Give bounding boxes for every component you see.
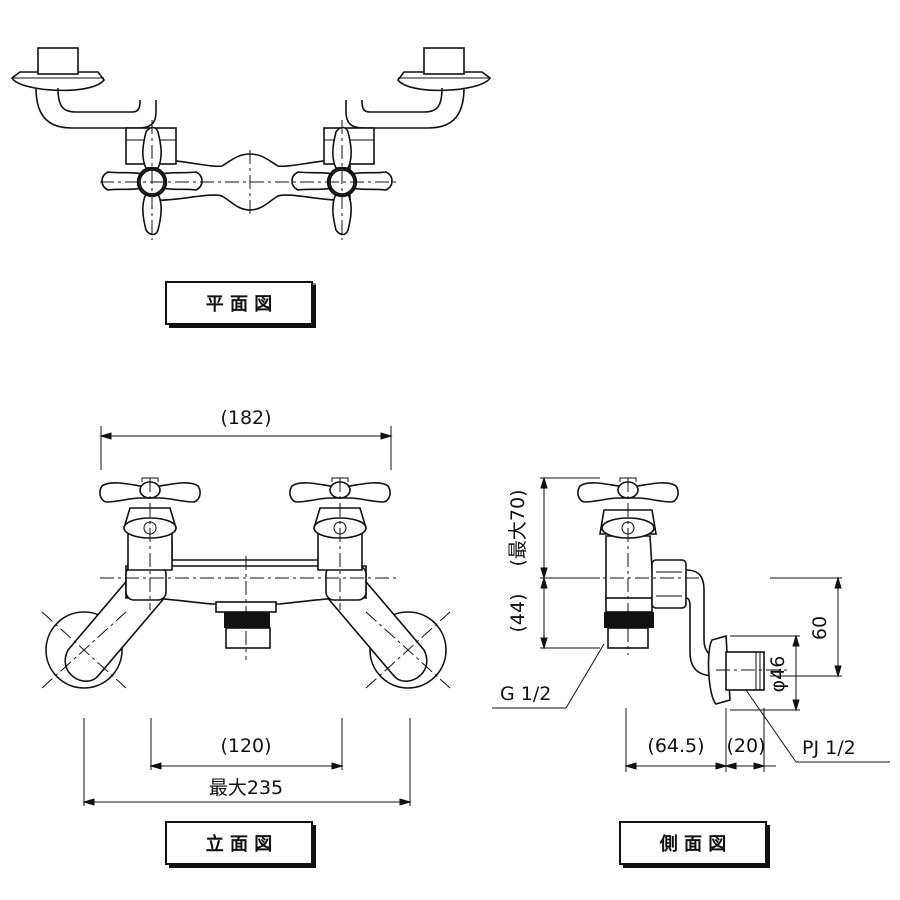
dim-side-height-bottom: (44) <box>507 593 529 632</box>
dim-side-phi: φ46 <box>767 656 789 693</box>
side-title: 側 面 図 <box>659 833 727 855</box>
plan-view <box>10 47 492 240</box>
dim-front-max-width: 最大235 <box>209 777 283 799</box>
dim-front-center-distance: (120) <box>220 735 271 757</box>
front-title: 立 面 図 <box>206 833 273 855</box>
dim-side-height-60: 60 <box>809 616 831 640</box>
dim-front-total-width: (182) <box>220 407 271 429</box>
plan-title-box: 平 面 図 <box>165 281 316 328</box>
plan-title: 平 面 図 <box>206 294 273 315</box>
front-view <box>41 426 451 806</box>
side-view <box>492 476 890 772</box>
thread-inlet-label: PJ 1/2 <box>802 737 856 759</box>
dim-side-depth: (64.5) <box>647 735 704 757</box>
dim-side-nipple: (20) <box>726 735 765 757</box>
dim-side-height-top: (最大70) <box>507 489 529 566</box>
front-title-box: 立 面 図 <box>165 821 316 868</box>
side-title-box: 側 面 図 <box>619 821 770 868</box>
thread-outlet-label: G 1/2 <box>500 683 551 705</box>
